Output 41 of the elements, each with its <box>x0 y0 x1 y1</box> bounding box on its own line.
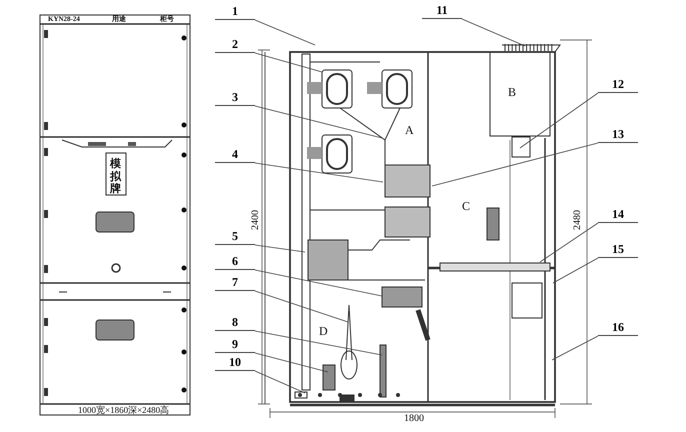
callout-number: 12 <box>598 78 638 93</box>
callout-number: 13 <box>598 128 638 143</box>
compartment-letter: C <box>462 200 470 212</box>
dimension-label: 2400 <box>251 210 261 230</box>
callout-number: 14 <box>598 208 638 223</box>
compartment-letter: B <box>508 86 516 98</box>
callout-number: 15 <box>598 243 638 258</box>
callout-number: 2 <box>215 38 255 53</box>
callout-number: 6 <box>215 255 255 270</box>
leader-line <box>254 52 322 72</box>
dimension-label: 2480 <box>573 210 583 230</box>
dimension-label: 1800 <box>404 414 424 424</box>
leader-line <box>254 290 348 322</box>
compartment-letter: D <box>319 325 328 337</box>
leader-line <box>254 20 316 46</box>
leader-line <box>254 106 382 138</box>
callout-number: 11 <box>422 4 462 19</box>
leader-line <box>552 258 598 284</box>
leader-line <box>254 244 306 252</box>
leader-line <box>254 370 306 394</box>
leader-line <box>462 18 526 46</box>
dimension-label: 1000宽×1860深×2480高 <box>78 406 170 415</box>
callout-number: 16 <box>598 321 638 336</box>
leader-line <box>540 222 598 262</box>
leader-line <box>432 142 598 186</box>
leader-line <box>552 336 598 360</box>
compartment-letter: A <box>405 124 414 136</box>
callout-number: 7 <box>215 276 255 291</box>
leader-line <box>254 330 382 356</box>
callout-number: 3 <box>215 91 255 106</box>
callout-number: 5 <box>215 230 255 245</box>
callout-number: 1 <box>215 5 255 20</box>
callout-number: 10 <box>215 356 255 371</box>
leader-line <box>520 92 598 148</box>
callout-number: 4 <box>215 148 255 163</box>
nameplate-text: 模拟牌 <box>110 158 122 196</box>
leader-line <box>254 352 328 372</box>
callout-number: 9 <box>215 338 255 353</box>
leader-line <box>254 162 384 182</box>
callout-number: 8 <box>215 316 255 331</box>
leader-line <box>254 270 382 296</box>
